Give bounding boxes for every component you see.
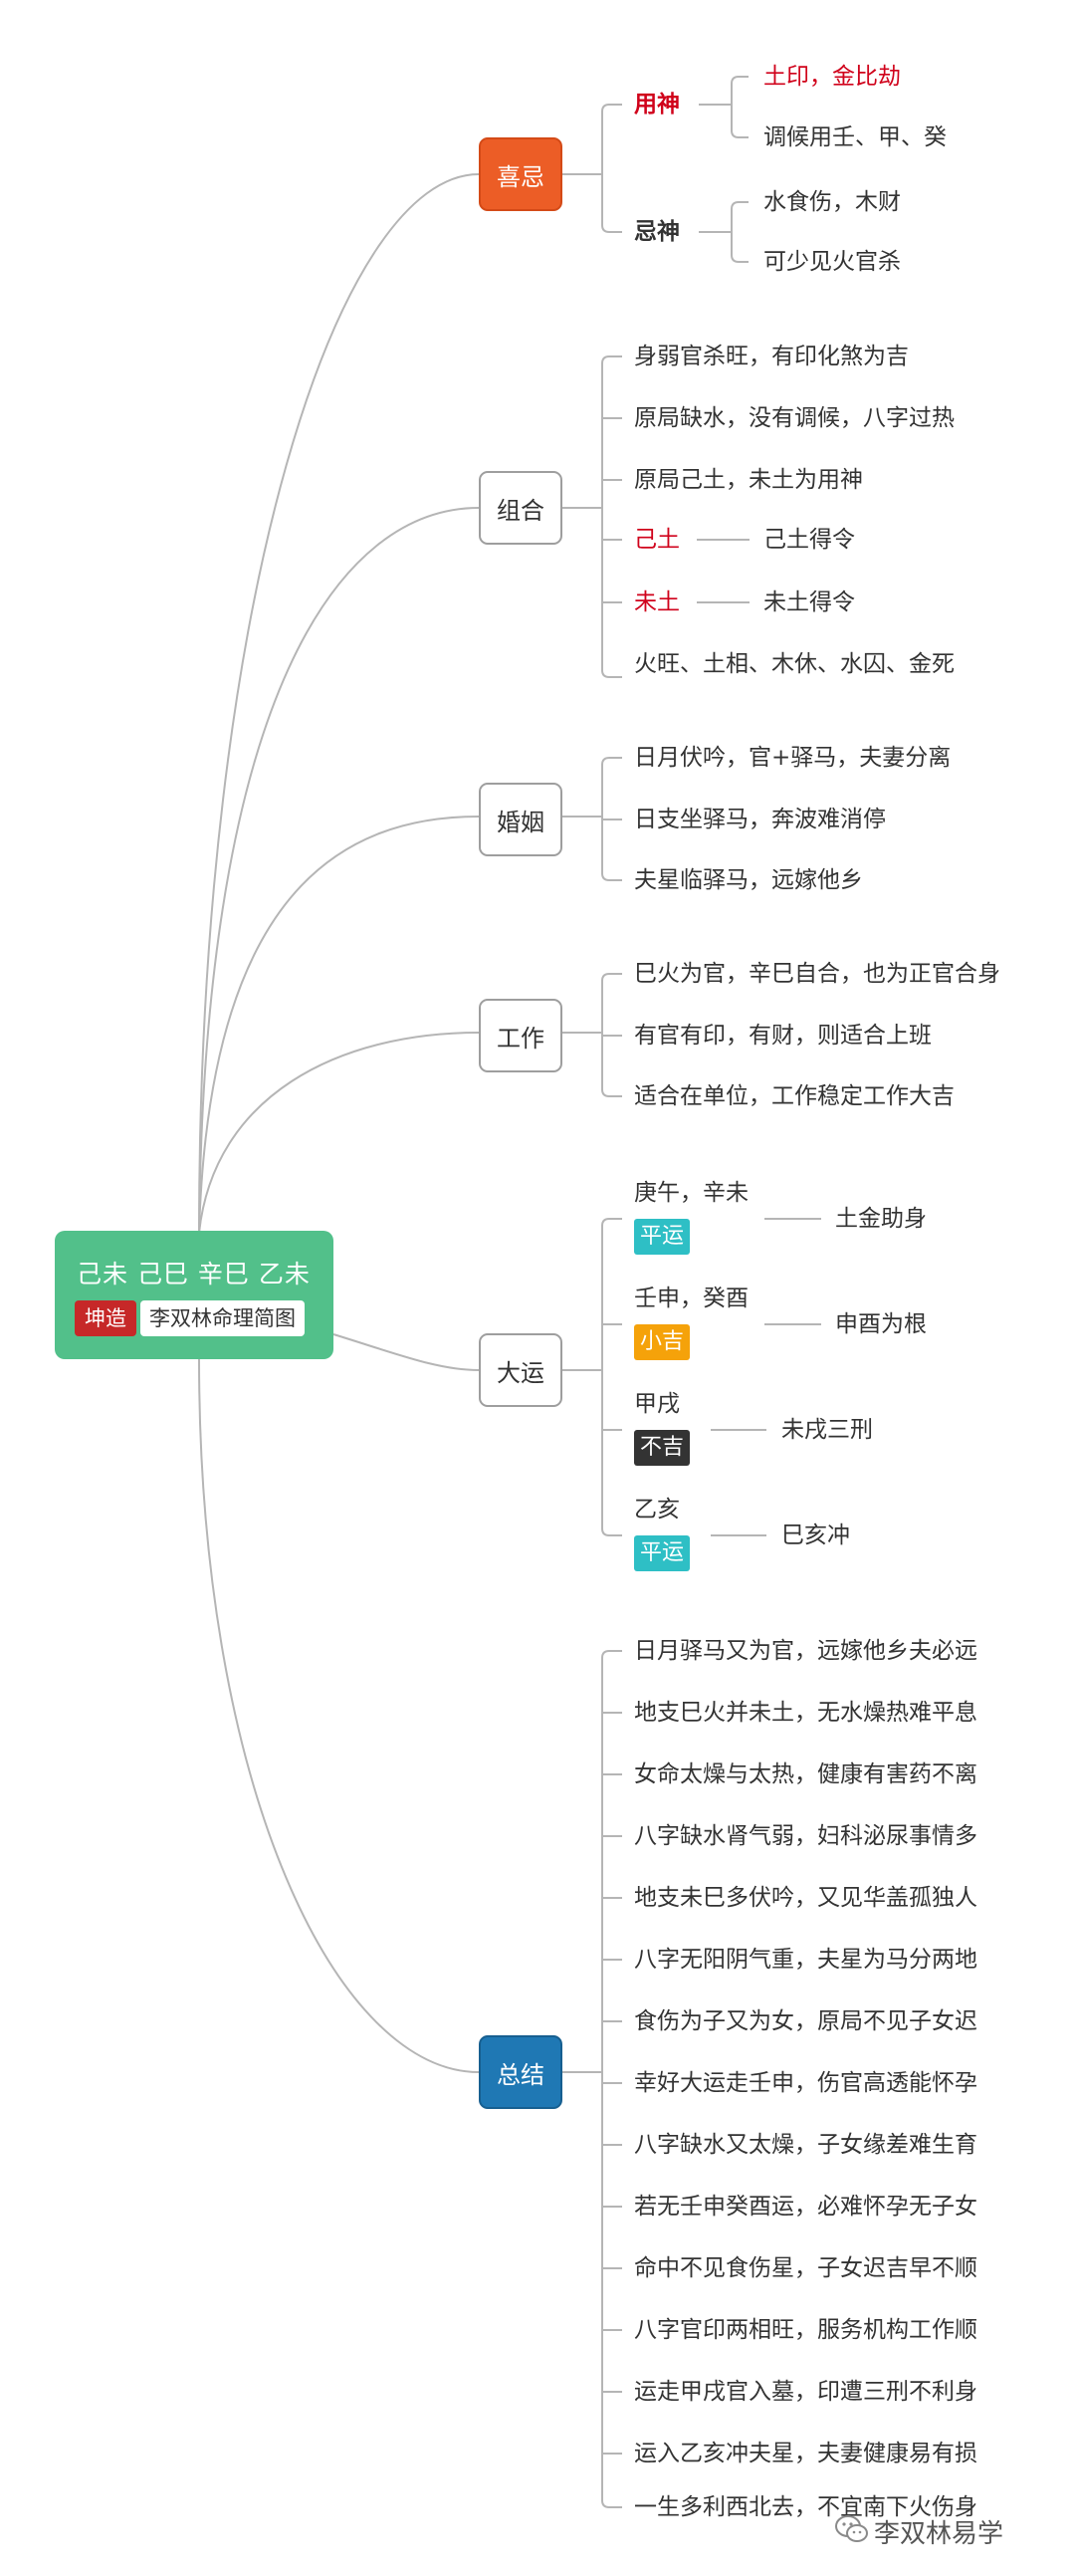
dayun-4-note[interactable]: 巳亥冲 — [781, 1522, 850, 1548]
zongjie-item-3[interactable]: 女命太燥与太热，健康有害药不离 — [634, 1761, 977, 1787]
jishen-item-1[interactable]: 水食伤，木财 — [763, 189, 901, 215]
gongzuo-item-3[interactable]: 适合在单位，工作稳定工作大吉 — [634, 1083, 955, 1109]
topic-zuhe[interactable]: 组合 — [479, 471, 562, 545]
zongjie-item-15[interactable]: 一生多利西北去，不宜南下火伤身 — [634, 2494, 977, 2520]
dayun-1-tag: 平运 — [634, 1219, 691, 1255]
dayun-2-label[interactable]: 壬申，癸酉 — [634, 1286, 749, 1311]
zongjie-item-7[interactable]: 食伤为子又为女，原局不见子女迟 — [634, 2008, 977, 2034]
topic-gongzuo[interactable]: 工作 — [479, 999, 562, 1072]
zongjie-item-10[interactable]: 若无壬申癸酉运，必难怀孕无子女 — [634, 2194, 977, 2220]
dayun-3-note[interactable]: 未戌三刑 — [781, 1417, 873, 1443]
root-title: 己未 己巳 辛巳 乙未 — [77, 1260, 311, 1288]
zongjie-item-11[interactable]: 命中不见食伤星，子女迟吉早不顺 — [634, 2255, 977, 2281]
zuhe-jitu-label[interactable]: 己土 — [634, 527, 680, 553]
dayun-1-label[interactable]: 庚午，辛未 — [634, 1180, 749, 1206]
hunyin-item-2[interactable]: 日支坐驿马，奔波难消停 — [634, 807, 886, 832]
wechat-icon — [835, 2515, 868, 2542]
zuhe-weitu-detail[interactable]: 未土得令 — [763, 589, 855, 615]
zongjie-item-14[interactable]: 运入乙亥冲夫星，夫妻健康易有损 — [634, 2441, 977, 2466]
root-badge: 坤造 — [75, 1300, 136, 1336]
dayun-4-tag: 平运 — [634, 1535, 691, 1571]
zuhe-jitu-detail[interactable]: 己土得令 — [763, 527, 855, 553]
zongjie-item-13[interactable]: 运走甲戌官入墓，印遭三刑不利身 — [634, 2379, 977, 2405]
zongjie-item-8[interactable]: 幸好大运走壬申，伤官高透能怀孕 — [634, 2070, 977, 2096]
zuhe-item-3[interactable]: 原局己土，未土为用神 — [634, 467, 863, 493]
zongjie-item-1[interactable]: 日月驿马又为官，远嫁他乡夫必远 — [634, 1638, 977, 1664]
gongzuo-item-2[interactable]: 有官有印，有财，则适合上班 — [634, 1023, 932, 1049]
yongshen-item-1[interactable]: 土印，金比劫 — [763, 64, 901, 90]
topic-xiji[interactable]: 喜忌 — [479, 137, 562, 211]
zuhe-item-1[interactable]: 身弱官杀旺，有印化煞为吉 — [634, 344, 909, 369]
watermark: 李双林易学 — [874, 2519, 1004, 2549]
zuhe-item-2[interactable]: 原局缺水，没有调候，八字过热 — [634, 405, 955, 431]
dayun-3-label[interactable]: 甲戌 — [634, 1391, 680, 1417]
zongjie-item-4[interactable]: 八字缺水肾气弱，妇科泌尿事情多 — [634, 1823, 977, 1849]
zongjie-item-2[interactable]: 地支巳火并未土，无水燥热难平息 — [634, 1700, 977, 1726]
dayun-1-note[interactable]: 土金助身 — [835, 1206, 927, 1232]
topic-hunyin[interactable]: 婚姻 — [479, 783, 562, 856]
zuhe-weitu-label[interactable]: 未土 — [634, 589, 680, 615]
jishen-label[interactable]: 忌神 — [634, 219, 680, 245]
zongjie-item-6[interactable]: 八字无阳阴气重，夫星为马分两地 — [634, 1947, 977, 1973]
root-node[interactable]: 己未 己巳 辛巳 乙未 坤造 李双林命理简图 — [55, 1231, 333, 1359]
zuhe-item-last[interactable]: 火旺、土相、木休、水囚、金死 — [634, 651, 955, 677]
hunyin-item-1[interactable]: 日月伏吟，官+驿马，夫妻分离 — [634, 745, 952, 771]
topic-dayun[interactable]: 大运 — [479, 1333, 562, 1407]
dayun-3-tag: 不吉 — [634, 1430, 691, 1466]
gongzuo-item-1[interactable]: 巳火为官，辛巳自合，也为正官合身 — [634, 961, 1000, 987]
zongjie-item-12[interactable]: 八字官印两相旺，服务机构工作顺 — [634, 2317, 977, 2343]
dayun-2-note[interactable]: 申酉为根 — [835, 1311, 927, 1337]
zongjie-item-9[interactable]: 八字缺水又太燥，子女缘差难生育 — [634, 2132, 977, 2158]
yongshen-label[interactable]: 用神 — [634, 92, 680, 117]
dayun-2-tag: 小吉 — [634, 1324, 691, 1360]
root-subtitle: 李双林命理简图 — [140, 1300, 305, 1336]
jishen-item-2[interactable]: 可少见火官杀 — [763, 249, 901, 275]
dayun-4-label[interactable]: 乙亥 — [634, 1497, 680, 1522]
topic-zongjie[interactable]: 总结 — [479, 2035, 562, 2109]
zongjie-item-5[interactable]: 地支未巳多伏吟，又见华盖孤独人 — [634, 1885, 977, 1911]
hunyin-item-3[interactable]: 夫星临驿马，远嫁他乡 — [634, 867, 863, 893]
yongshen-item-2[interactable]: 调候用壬、甲、癸 — [763, 124, 947, 150]
